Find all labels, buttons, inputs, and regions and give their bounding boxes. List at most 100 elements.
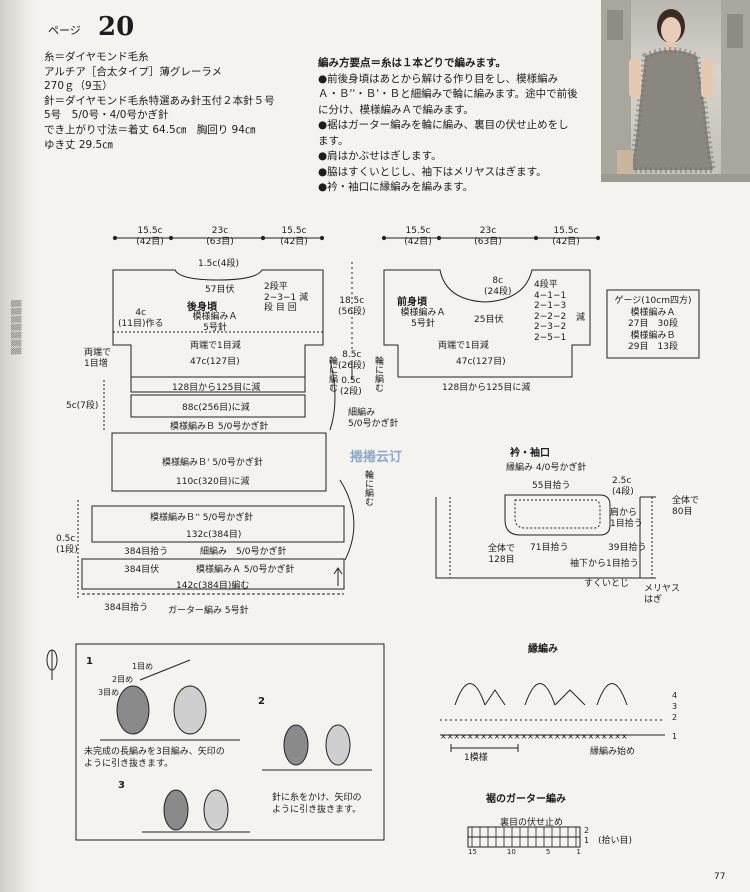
step-caption-2: 針に糸をかけ、矢印のように引き抜きます。	[272, 793, 362, 815]
note-line: Ａ・Ｂ''・Ｂ'・Ｂと細編みで輪に編みます。途中で前後	[318, 88, 578, 100]
depth-8-5: 8.5c(26段)	[338, 350, 366, 371]
knitting-notes: 編み方要点＝糸は１本どりで編みます。 ●前後身頃はあとから解ける作り目をし、模様…	[318, 56, 578, 196]
material-line: ゆき丈 29.5㎝	[44, 138, 113, 151]
material-line: 270ｇ（9玉）	[44, 80, 113, 93]
back-width: 47c(127目)	[190, 357, 240, 367]
front-width: 47c(127目)	[456, 357, 506, 367]
note-line: ●衿・袖口に縁編みを編みます。	[318, 181, 474, 193]
back-dim-right: 15.5c(42目)	[280, 226, 308, 247]
page-number: 77	[714, 872, 726, 882]
front-body-title: 前身頃	[397, 297, 427, 308]
bind-384: 384目伏	[124, 565, 160, 575]
watermark-text: 捲捲云订	[350, 450, 403, 465]
back-dim-center: 23c(63目)	[206, 226, 234, 247]
front-dim-right: 15.5c(42目)	[552, 226, 580, 247]
note-line: ●肩はかぶせはぎします。	[318, 150, 442, 162]
in-round-label: 輪に編む	[327, 356, 337, 392]
pattern-number: 20	[98, 12, 135, 42]
garter-title: 裾のガーター編み	[486, 794, 566, 805]
meriyasu-hagi: メリヤスはぎ	[644, 584, 681, 605]
notes-title: 編み方要点＝糸は１本どりで編みます。	[318, 57, 506, 69]
front-dim-left: 15.5c(42目)	[404, 226, 432, 247]
note-line: ●裾はガーター編みを輪に編み、裏目の伏せ止めをし	[318, 119, 569, 131]
material-line: 針＝ダイヤモンド毛糸特選あみ針玉付２本針５号	[44, 94, 275, 107]
step-2: 2	[258, 696, 265, 707]
pattern-a-skirt: 模様編みＡ 5/0号かぎ針	[196, 565, 295, 575]
material-line: 5号 5/0号・4/0号かぎ針	[44, 109, 169, 122]
back-neck-rows: 1.5c(4段)	[198, 259, 240, 269]
material-line: でき上がり寸法＝着丈 64.5㎝ 胸回り 94㎝	[44, 123, 256, 136]
step-3: 3	[118, 780, 125, 791]
dec-88: 88c(256目)に減	[182, 403, 250, 413]
armhole-depth: 18.5c(56段)	[338, 296, 366, 317]
sukui-toji: すくいとじ	[584, 579, 630, 589]
note-line: に分け、模様編みＡで編みます。	[318, 103, 474, 116]
back-dim-left: 15.5c(42目)	[136, 226, 164, 247]
material-line: アルチア［合太タイプ］薄グレーラメ	[44, 65, 223, 78]
note-line: ●脇はすくいとじし、袖下はメリヤスはぎます。	[318, 165, 547, 178]
dec-128: 128目から125目に減	[172, 383, 261, 393]
pick-55: 55目拾う	[532, 481, 571, 491]
front-dim-center: 23c(63目)	[474, 226, 502, 247]
sc-row: 細編み 5/0号かぎ針	[200, 547, 287, 557]
edging-title: 縁編み	[528, 644, 558, 655]
back-neck-stitches: 57目伏	[205, 285, 235, 295]
step-caption-1: 未完成の長編みを3目編み、矢印のように引き抜きます。	[84, 747, 225, 769]
pick-384: 384目拾う	[124, 547, 169, 557]
side-7-rows: 5c(7段)	[66, 401, 99, 411]
materials-list: 糸＝ダイヤモンド毛糸 アルチア［合太タイプ］薄グレーラメ 270ｇ（9玉） 針＝…	[44, 50, 275, 152]
pattern-b-prime: 模様編みＢ' 5/0号かぎ針	[162, 458, 263, 468]
model-photo	[601, 0, 750, 182]
front-dec: 両端で1目減	[438, 341, 489, 351]
back-dec: 両端で1目減	[190, 341, 241, 351]
collar-title: 衿・袖口	[510, 448, 550, 459]
note-line: ます。	[318, 134, 349, 147]
depth-0-5: 0.5c(2段)	[340, 376, 362, 397]
pick-15: 袖下から1目拾う	[570, 559, 639, 569]
collar-subtitle: 縁編み 4/0号かぎ針	[506, 463, 587, 473]
pick-384-garter: 384目拾う	[104, 603, 149, 613]
note-line: ●前後身頃はあとから解ける作り目をし、模様編み	[318, 72, 559, 85]
garter-label: ガーター編み 5号針	[168, 606, 249, 616]
skirt-in-round: 輪に編む	[363, 470, 373, 506]
width-132: 132c(384目)	[186, 530, 242, 540]
in-round-label-2: 輪に編む	[373, 356, 383, 392]
pick-71: 71目拾う	[530, 543, 569, 553]
front-neck-flat: 25目伏	[474, 315, 504, 325]
pick-39: 39目拾う	[608, 543, 647, 553]
front-dec-128: 128目から125目に減	[442, 383, 531, 393]
front-neck-depth: 8c(24段)	[484, 276, 512, 297]
pattern-b-double: 模様編みＢ'' 5/0号かぎ針	[150, 513, 254, 523]
garter-bind-off: 裏目の伏せ止め	[500, 818, 564, 828]
step-1: 1	[86, 656, 93, 667]
spine-text: ▒▒▒▒▒▒▒	[10, 300, 20, 356]
front-dec-label: 減	[576, 313, 586, 323]
back-body-title: 後身頃	[187, 302, 217, 313]
garter-pick-label: (拾い目)	[598, 836, 633, 846]
left-edge-labels: 0.5c(1段)	[56, 534, 78, 555]
material-line: 糸＝ダイヤモンド毛糸	[44, 51, 149, 63]
back-armhole: 4c(11目)作る	[118, 308, 164, 329]
page-gutter	[0, 0, 34, 892]
svg-text:××××××××××××××××××××××××××××: ××××××××××××××××××××××××××××	[440, 732, 628, 741]
width-110: 110c(320目)に減	[176, 477, 250, 487]
width-142: 142c(384目)編む	[176, 581, 250, 591]
page-label: ページ	[48, 24, 81, 37]
edging-start: 縁編み始め	[590, 747, 636, 757]
pattern-b: 模様編みＢ 5/0号かぎ針	[170, 422, 269, 432]
edging-repeat: 1模様	[464, 753, 488, 763]
